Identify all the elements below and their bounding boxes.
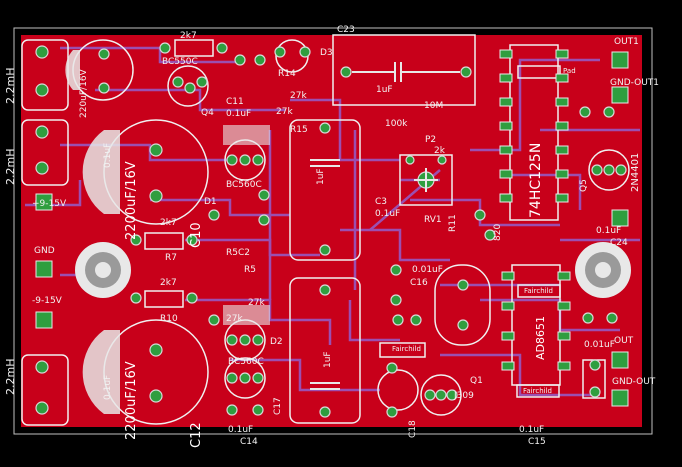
board-outline [13,27,653,435]
label-c14: C14 [240,437,258,447]
label-bc560c: BC560C [226,180,262,190]
label-d3: D3 [320,48,333,58]
mounting-holes [75,242,631,298]
label-c3: C3 [375,197,387,207]
label-fairchild-1: Fairchild [392,345,421,353]
label-r7: R7 [165,253,177,263]
silkscreen-layer [21,34,630,426]
label-q4: Q4 [201,108,214,118]
label-c23: C23 [337,25,355,35]
label-gnd-out1: GND-OUT1 [610,78,659,88]
label-10m: 10M [424,101,443,111]
label-plus-supply: +9-15V [32,199,67,209]
label-27k-4: 27k [226,314,243,324]
label-2k7-mid1: 2k7 [160,218,177,228]
label-c15: C15 [528,437,546,447]
label-gnd: GND [34,246,55,256]
cap-symbols [310,62,460,390]
label-c17: C17 [273,397,283,415]
label-r15: R15 [290,125,308,135]
label-bc550c: BC550C [162,57,198,67]
label-d1: D1 [204,197,217,207]
label-c14-value: 0.1uF [228,425,253,435]
label-pad-word: Pad [563,67,576,75]
label-74hc125n: 74HC125N [528,143,544,218]
label-bc560c-b: BC560C [228,357,264,367]
label-r14: R14 [278,69,296,79]
label-gnd-out: GND-OUT [612,377,656,387]
label-out1: OUT1 [614,37,639,47]
cap-polarity-marks [65,50,270,414]
label-c16: C16 [410,278,428,288]
label-d2: D2 [270,337,283,347]
label-c10: C10 [189,222,204,248]
label-r8k2: 820 [493,224,503,241]
label-l4-value: 2.2mH [4,359,17,395]
label-c11-value: 0.1uF [226,109,251,119]
label-2k7-mid2: 2k7 [160,278,177,288]
label-27k-1: 27k [290,91,307,101]
label-c12: C12 [189,422,204,448]
label-c13-value: 0.01uF [584,340,615,350]
label-ad8651: AD8651 [534,316,547,360]
label-l3-value: 2.2mH [4,149,17,185]
label-l5-value: 2.2mH [4,68,17,104]
label-c18: C18 [408,420,418,438]
label-c11: C11 [226,97,244,107]
label-j309: J309 [453,391,474,401]
label-100k: 100k [385,119,408,129]
label-27k-3: 27k [248,298,265,308]
label-r5: R5 [244,265,256,275]
label-c24-value: 0.1uF [596,226,621,236]
label-c19-value: 220uF/16V [79,68,89,118]
ic-pads [499,49,571,371]
label-2k: 2k [434,146,446,156]
label-c17-value: 1uF [323,351,333,368]
label-c8-value: 0.1uF [103,143,113,168]
label-c16-value: 0.01uF [412,265,443,275]
label-fairchild-3: Fairchild [523,387,552,395]
label-c1-value: 1uF [316,168,326,185]
label-rv1: RV1 [424,215,442,225]
label-q5: Q5 [579,179,589,192]
label-r11: R11 [448,214,458,232]
label-c3-value: 0.1uF [375,209,400,219]
label-out: OUT [614,336,634,346]
label-c10-value: 2200uF/16V [124,161,139,240]
label-minus-supply: -9-15V [32,296,63,306]
label-c7-value: 0.1uF [103,375,113,400]
label-c15-value: 0.1uF [519,425,544,435]
label-c23-value: 1uF [376,85,393,95]
rv1-wiper [414,168,438,192]
label-r10: R10 [160,314,178,324]
label-p2: P2 [425,135,436,145]
label-27k-2: 27k [276,107,293,117]
label-2k7-top: 2k7 [180,31,197,41]
label-fairchild-2: Fairchild [524,287,553,295]
terminal-pads [35,51,629,407]
label-q1: Q1 [470,376,483,386]
label-2n4401: 2N4401 [630,153,641,192]
label-c24: C24 [610,238,628,248]
label-c12-value: 2200uF/16V [124,361,139,440]
through-hole-pads [35,42,627,418]
label-r5c2: R5C2 [226,248,250,258]
